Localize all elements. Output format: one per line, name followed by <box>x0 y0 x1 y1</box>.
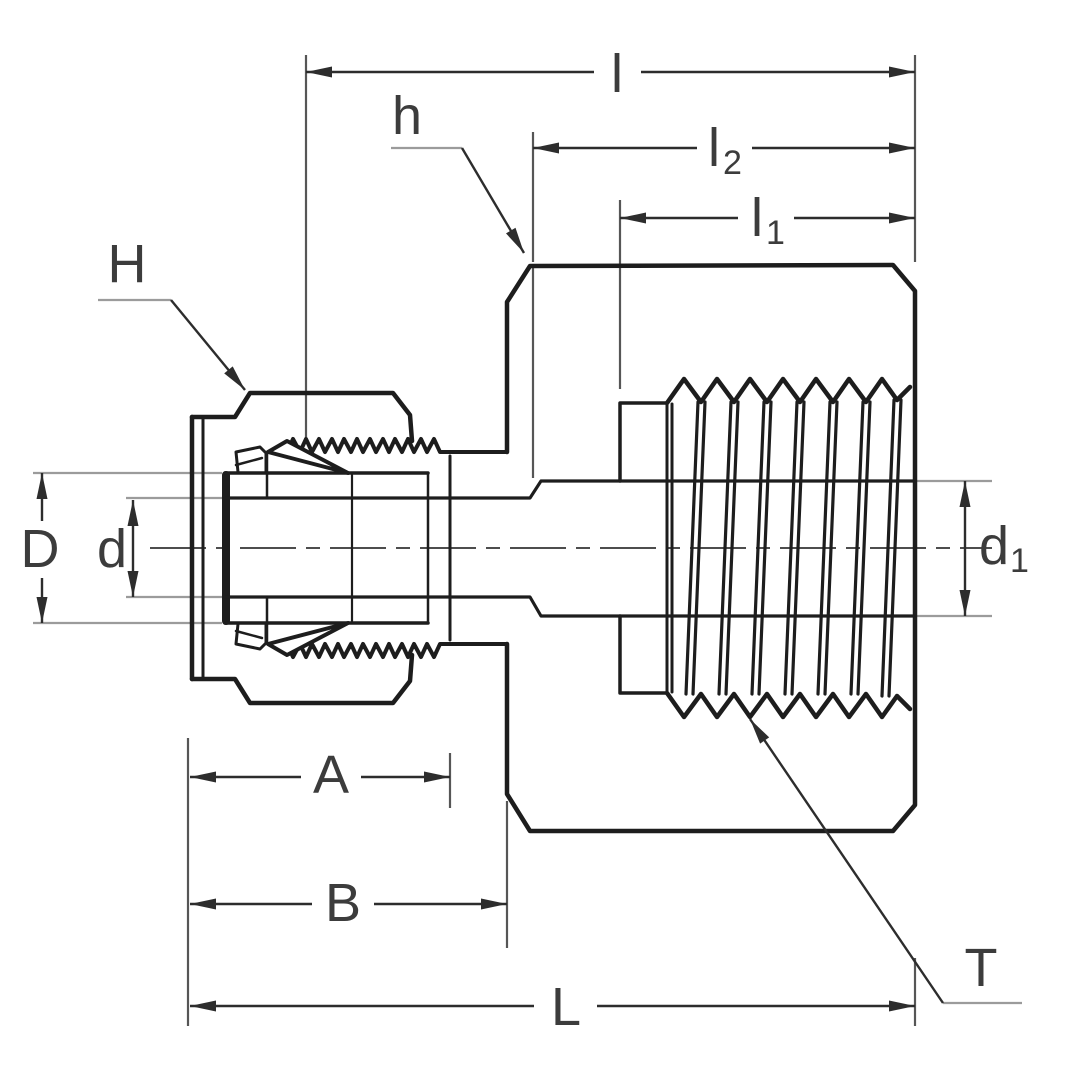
label-d1-sub: 1 <box>1010 542 1029 580</box>
label-d: d <box>97 519 127 579</box>
label-A: A <box>313 745 349 805</box>
thread-crests-bottom <box>664 690 913 720</box>
nut-top-profile <box>189 390 415 444</box>
body-outline <box>504 262 918 834</box>
thread-serration-bottom <box>285 642 509 659</box>
leader-h <box>460 147 526 254</box>
front-ferrule-bottom <box>266 621 350 657</box>
dimension-D <box>36 473 48 623</box>
extension-lines <box>33 146 1022 1005</box>
label-T: T <box>965 938 998 998</box>
label-d1-base: d <box>979 516 1009 576</box>
bore-bottom <box>223 595 915 618</box>
dimension-L <box>190 1000 915 1012</box>
nut-bottom-profile <box>189 652 415 706</box>
dimension-A <box>190 771 450 783</box>
label-B: B <box>325 873 361 933</box>
dimension-l <box>306 66 915 78</box>
dimension-d <box>127 500 139 597</box>
nut-outline <box>189 390 509 706</box>
dimension-d1 <box>959 481 971 616</box>
label-D: D <box>21 519 60 579</box>
thread-crests-top <box>664 376 913 406</box>
back-ferrule-bottom-inner <box>234 629 264 640</box>
internal-thread <box>664 376 913 720</box>
dimension-l2 <box>533 142 915 154</box>
back-ferrule-bottom <box>234 622 268 651</box>
label-L: L <box>551 977 581 1037</box>
dimension-l1 <box>620 212 915 224</box>
leader-H <box>170 299 246 391</box>
label-l2-base: l <box>708 118 720 178</box>
label-h: h <box>392 86 422 146</box>
label-l2-sub: 2 <box>723 144 742 182</box>
front-ferrule-top <box>266 439 350 475</box>
thread-counterbore-top <box>618 401 669 483</box>
thread-flanks <box>684 398 903 698</box>
bore-top <box>223 479 915 500</box>
label-l1-base: l <box>751 188 763 248</box>
label-l1-sub: 1 <box>766 214 785 252</box>
back-ferrule-top-inner <box>234 456 264 467</box>
leader-T <box>749 718 944 1004</box>
body-silhouette <box>504 262 918 834</box>
thread-serration-top <box>285 437 509 454</box>
label-l: l <box>611 44 623 104</box>
datum-lines <box>186 55 917 1026</box>
thread-counterbore-bottom <box>618 614 669 695</box>
ferrule-details <box>234 439 350 657</box>
label-H: H <box>108 234 147 294</box>
dimension-labels: l l 2 l 1 h H D d d 1 A B L T <box>21 44 1029 1037</box>
dimension-B <box>190 898 507 910</box>
back-ferrule-top <box>234 445 268 474</box>
